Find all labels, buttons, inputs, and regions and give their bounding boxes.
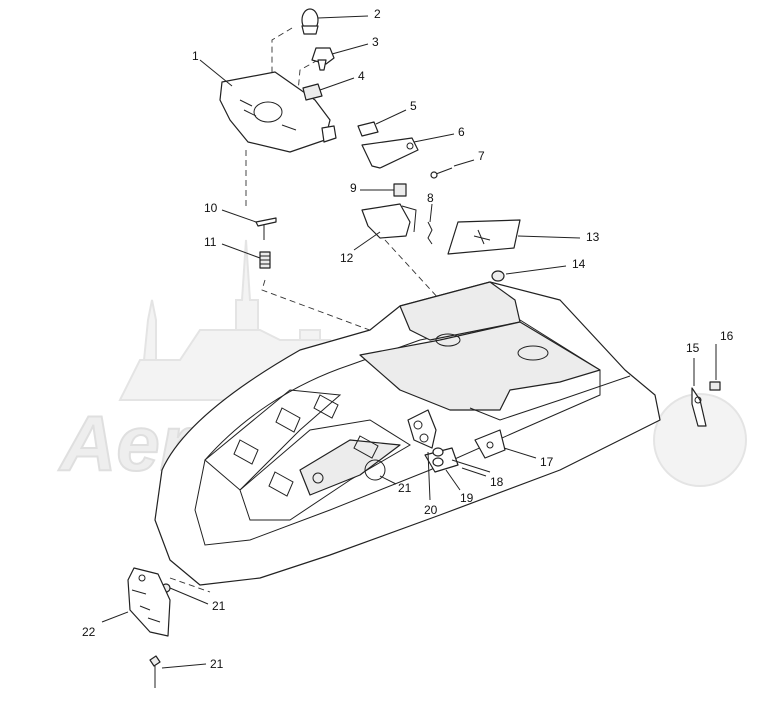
callout-3: 3 — [372, 35, 379, 49]
callout-15: 15 — [686, 341, 700, 355]
part-19-washers — [432, 447, 444, 467]
part-12-mount-bracket — [361, 203, 417, 239]
part-11-spring — [259, 251, 271, 269]
hood-body — [154, 281, 661, 586]
part-3-socket — [311, 47, 335, 71]
callout-2: 2 — [374, 7, 381, 21]
part-20-bracket-plate — [407, 409, 437, 449]
callout-18: 18 — [490, 475, 504, 489]
part-5-plate — [357, 121, 379, 137]
hood-knob — [312, 472, 324, 484]
part-4-connector — [302, 83, 323, 101]
hood-decal-1 — [313, 394, 339, 419]
part-7-screw — [430, 167, 453, 179]
hood-center-panel — [239, 419, 411, 521]
hood-rear-edge — [469, 375, 631, 421]
part-15-latch — [691, 387, 707, 427]
callout-12: 12 — [340, 251, 354, 265]
hood-decal-3 — [233, 439, 259, 465]
callout-6: 6 — [458, 125, 465, 139]
callout-labels: 1 2 3 4 5 6 7 8 9 10 11 12 13 14 15 16 1… — [82, 7, 734, 671]
hood-dial — [364, 459, 386, 481]
callout-11: 11 — [204, 235, 217, 249]
part-14-grommet — [491, 270, 505, 282]
callout-9: 9 — [350, 181, 357, 195]
hood-center-slot — [299, 439, 401, 496]
part-2-bulb — [301, 8, 319, 35]
callout-5: 5 — [410, 99, 417, 113]
part-22-bumper — [127, 567, 171, 637]
hood-hole-right — [517, 345, 549, 361]
hood-decal-4 — [268, 471, 294, 497]
callout-14: 14 — [572, 257, 586, 271]
leader-lines — [101, 15, 717, 669]
callout-21-side: 21 — [212, 599, 226, 613]
callout-22: 22 — [82, 625, 96, 639]
hood-decal-2 — [275, 407, 301, 433]
watermark-wheel — [653, 393, 747, 487]
part-17-plate — [474, 429, 506, 459]
hood-hole-left — [435, 333, 461, 347]
part-8-clip — [427, 221, 433, 245]
callout-13: 13 — [586, 230, 600, 244]
part-6-bracket — [361, 137, 419, 169]
callout-10: 10 — [204, 201, 218, 215]
callout-17: 17 — [540, 455, 554, 469]
part-21-nut-lower — [149, 655, 161, 688]
callout-4: 4 — [358, 69, 365, 83]
part-9-nut — [393, 183, 407, 197]
part-13-cover — [447, 219, 521, 255]
callout-19: 19 — [460, 491, 474, 505]
hood-inner-rim — [194, 319, 601, 546]
callout-21-center: 21 — [398, 481, 412, 495]
part-10-pin — [255, 217, 277, 240]
callout-1: 1 — [192, 49, 199, 63]
callout-16: 16 — [720, 329, 734, 343]
hood-decal-5 — [353, 435, 379, 459]
part-1-headlight-housing — [219, 71, 337, 153]
callout-21-bottom: 21 — [210, 657, 224, 671]
hood-rear-panel — [359, 321, 601, 411]
callout-20: 20 — [424, 503, 438, 517]
callout-8: 8 — [427, 191, 434, 205]
hood-left-vent — [204, 389, 342, 491]
callout-7: 7 — [478, 149, 485, 163]
part-16-knob — [709, 381, 721, 391]
